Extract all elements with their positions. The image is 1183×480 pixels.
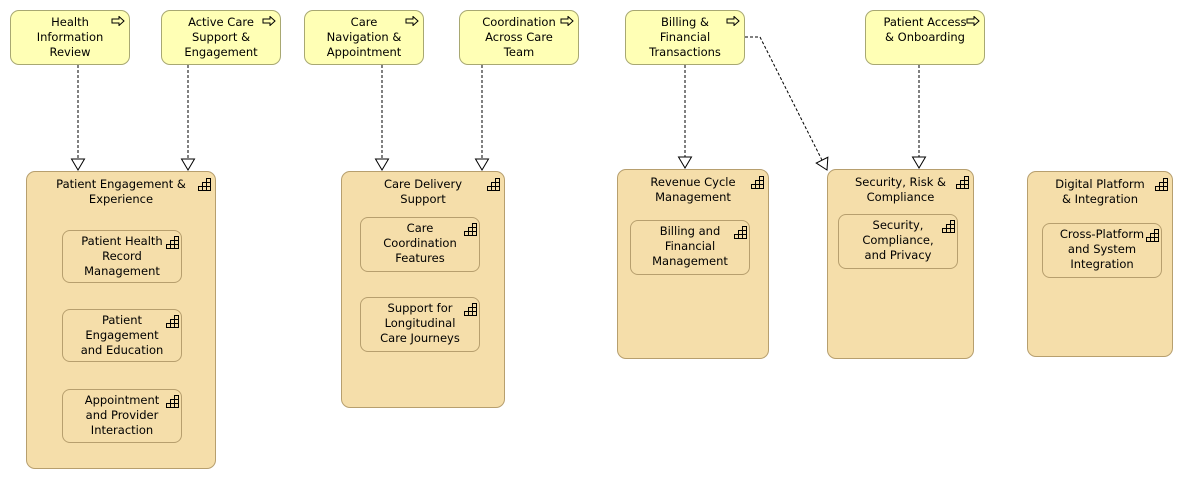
- sub-capability-label: Support for Longitudinal Care Journeys: [380, 301, 460, 345]
- process-coordination-across-care-team[interactable]: Coordination Across Care Team: [459, 10, 579, 65]
- sub-capability-label: Billing and Financial Management: [652, 224, 728, 268]
- process-arrow-icon: [966, 16, 980, 26]
- realization-arrowhead-icon: [815, 156, 829, 171]
- capability-title: Security, Risk & Compliance: [855, 175, 946, 204]
- capability-icon: [464, 223, 477, 236]
- capability-icon: [198, 178, 211, 191]
- sub-capability-label: Patient Engagement and Education: [80, 313, 164, 357]
- process-arrow-icon: [726, 16, 740, 26]
- realization-relationship[interactable]: [70, 65, 86, 171]
- capability-icon: [464, 303, 477, 316]
- sub-capability-security-compliance-and-privacy[interactable]: Security, Compliance, and Privacy: [838, 214, 958, 269]
- sub-capability-billing-and-financial-management[interactable]: Billing and Financial Management: [630, 220, 750, 275]
- sub-capability-patient-health-record-management[interactable]: Patient Health Record Management: [62, 230, 182, 283]
- realization-arrowhead-icon: [70, 158, 86, 171]
- realization-arrowhead-icon: [374, 158, 390, 171]
- process-label: Billing & Financial Transactions: [649, 15, 721, 59]
- capability-icon: [166, 236, 179, 249]
- sub-capability-patient-engagement-and-education[interactable]: Patient Engagement and Education: [62, 309, 182, 362]
- capability-icon: [166, 315, 179, 328]
- realization-relationship[interactable]: [180, 65, 196, 171]
- process-active-care-support-and-engagement[interactable]: Active Care Support & Engagement: [161, 10, 281, 65]
- sub-capability-cross-platform-and-system-integration[interactable]: Cross-Platform and System Integration: [1042, 223, 1162, 278]
- sub-capability-label: Appointment and Provider Interaction: [84, 393, 160, 437]
- process-label: Patient Access & Onboarding: [883, 15, 967, 44]
- process-arrow-icon: [405, 16, 419, 26]
- capability-icon: [1146, 229, 1159, 242]
- capability-icon: [487, 178, 500, 191]
- capability-title: Patient Engagement & Experience: [56, 177, 186, 206]
- sub-capability-label: Care Coordination Features: [383, 221, 457, 265]
- realization-arrowhead-icon: [180, 158, 196, 171]
- capability-icon: [956, 176, 969, 189]
- process-arrow-icon: [560, 16, 574, 26]
- realization-relationship[interactable]: [374, 65, 390, 171]
- sub-capability-support-for-longitudinal-care-journeys[interactable]: Support for Longitudinal Care Journeys: [360, 297, 480, 352]
- realization-relationship[interactable]: [677, 65, 693, 169]
- process-care-navigation-and-appointment[interactable]: Care Navigation & Appointment: [304, 10, 424, 65]
- capability-icon: [1155, 178, 1168, 191]
- realization-arrowhead-icon: [677, 156, 693, 169]
- sub-capability-care-coordination-features[interactable]: Care Coordination Features: [360, 217, 480, 272]
- realization-relationship[interactable]: [911, 65, 927, 169]
- capability-title: Digital Platform & Integration: [1055, 177, 1145, 206]
- process-patient-access-and-onboarding[interactable]: Patient Access & Onboarding: [865, 10, 985, 65]
- realization-arrowhead-icon: [911, 156, 927, 169]
- capability-icon: [751, 176, 764, 189]
- capability-icon: [166, 395, 179, 408]
- relationship-line: [745, 36, 823, 161]
- sub-capability-label: Security, Compliance, and Privacy: [862, 218, 934, 262]
- process-billing-and-financial-transactions[interactable]: Billing & Financial Transactions: [625, 10, 745, 65]
- sub-capability-appointment-and-provider-interaction[interactable]: Appointment and Provider Interaction: [62, 389, 182, 443]
- capability-title: Revenue Cycle Management: [650, 175, 736, 204]
- realization-arrowhead-icon: [474, 158, 490, 171]
- sub-capability-label: Patient Health Record Management: [81, 234, 163, 278]
- process-label: Active Care Support & Engagement: [184, 15, 258, 59]
- process-arrow-icon: [111, 16, 125, 26]
- process-label: Health Information Review: [36, 15, 104, 59]
- process-label: Care Navigation & Appointment: [326, 15, 402, 59]
- realization-relationship[interactable]: [474, 65, 490, 171]
- capability-care-delivery-support[interactable]: Care Delivery Support: [341, 171, 505, 408]
- process-label: Coordination Across Care Team: [482, 15, 556, 59]
- process-arrow-icon: [262, 16, 276, 26]
- sub-capability-label: Cross-Platform and System Integration: [1059, 227, 1145, 271]
- capability-icon: [942, 220, 955, 233]
- capability-icon: [734, 226, 747, 239]
- realization-relationship[interactable]: [745, 36, 829, 171]
- capability-title: Care Delivery Support: [383, 177, 463, 206]
- process-health-information-review[interactable]: Health Information Review: [10, 10, 130, 65]
